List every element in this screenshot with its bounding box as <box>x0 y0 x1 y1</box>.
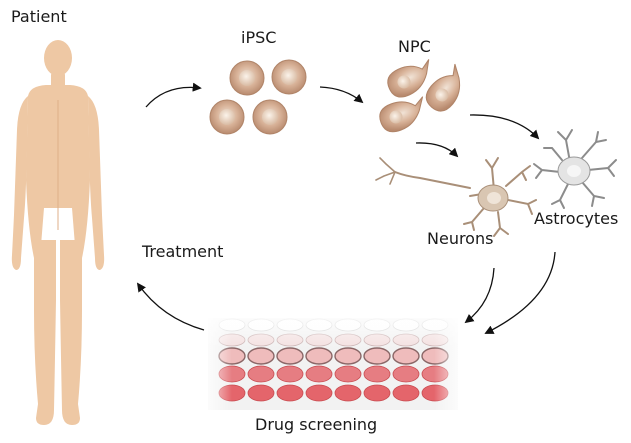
arrow-screening-to-treatment <box>136 282 205 331</box>
label-astrocytes: Astrocytes <box>534 209 619 228</box>
label-drug-screening: Drug screening <box>255 415 378 434</box>
flow-arrows <box>136 82 556 334</box>
arrow-npc-to-astrocytes <box>469 114 540 140</box>
human-silhouette-icon <box>11 40 105 425</box>
neuron-icon <box>375 157 537 237</box>
drug-screening-plate <box>200 312 466 416</box>
arrow-astrocytes-to-screening <box>484 251 556 334</box>
neuron-cell <box>375 157 537 237</box>
astrocyte-cell <box>533 129 617 209</box>
patient-figure <box>11 40 105 425</box>
ipsc-cells <box>209 59 307 135</box>
astrocyte-icon <box>533 129 617 209</box>
progenitor-cell-icon <box>379 59 461 133</box>
label-patient: Patient <box>11 7 67 26</box>
label-npc: NPC <box>398 37 431 56</box>
arrow-ipsc-to-npc <box>319 86 364 104</box>
well-plate-icon <box>200 312 466 416</box>
label-neurons: Neurons <box>427 229 494 248</box>
arrow-neurons-to-screening <box>464 267 495 324</box>
label-treatment: Treatment <box>142 242 224 261</box>
arrow-patient-to-ipsc <box>145 82 202 108</box>
label-ipsc: iPSC <box>241 28 277 47</box>
npc-cells <box>379 59 461 133</box>
arrow-npc-to-neurons <box>415 142 459 158</box>
stem-cell-icon <box>209 59 307 135</box>
